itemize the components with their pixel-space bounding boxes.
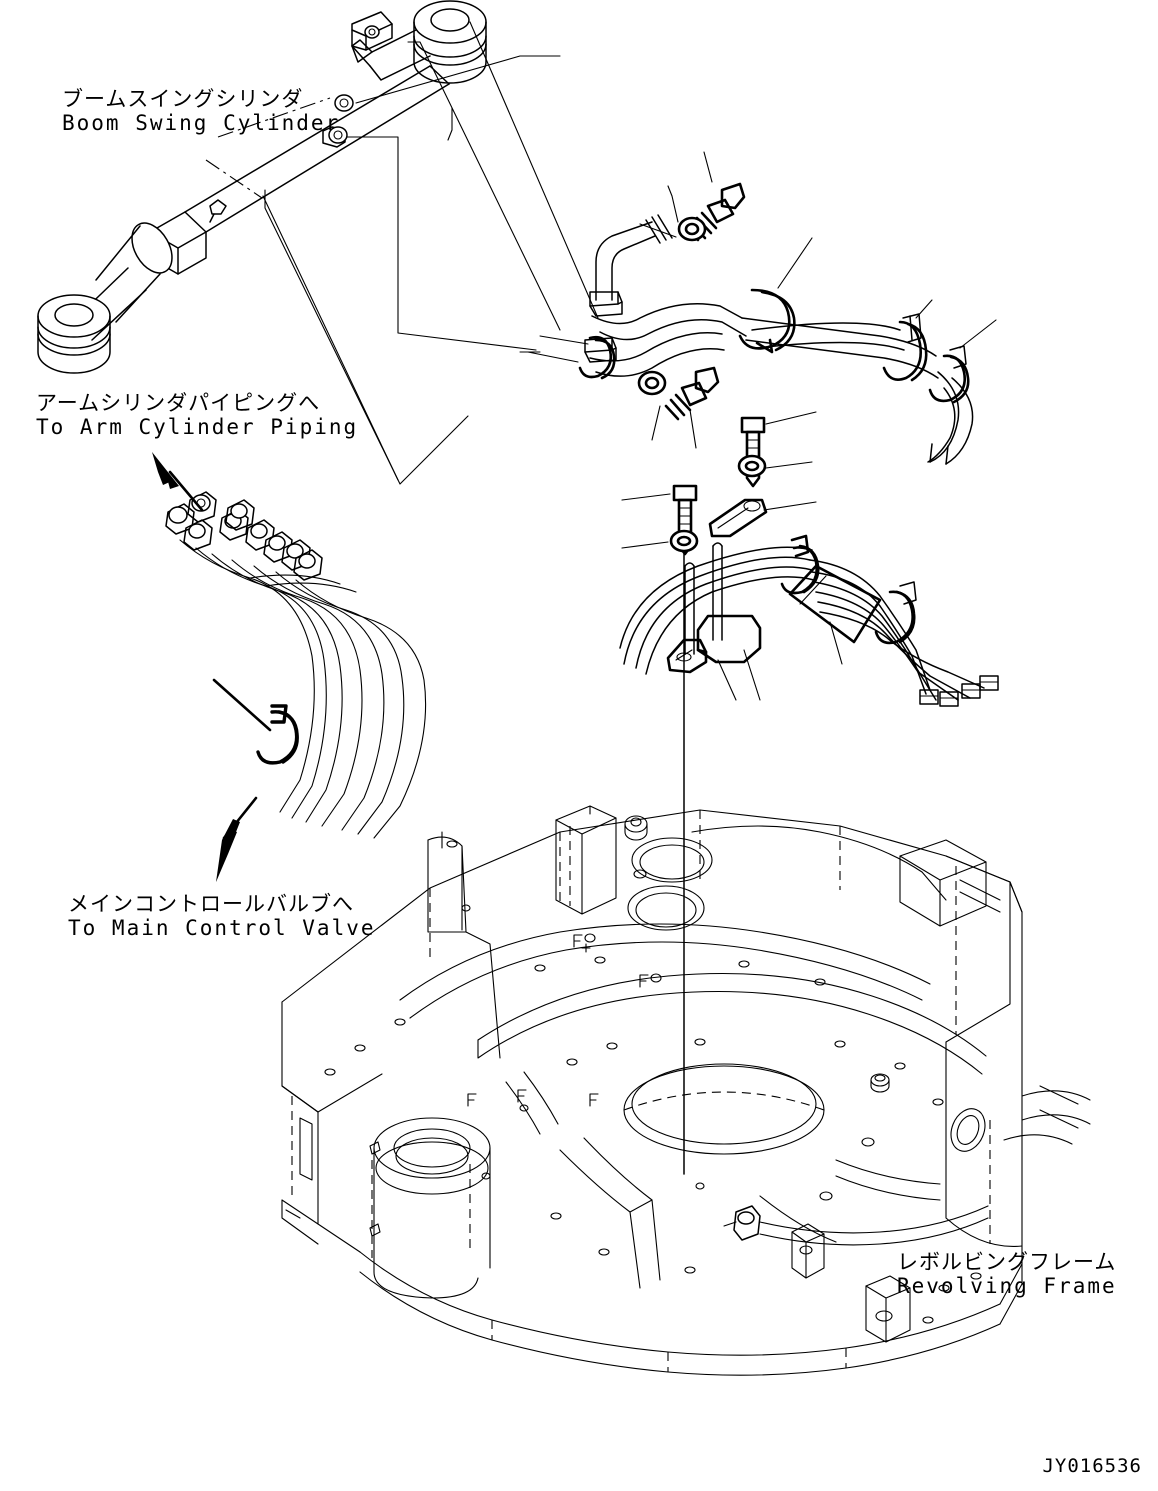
cylinder-head-eye — [413, 0, 487, 84]
clamp-plate — [708, 498, 768, 538]
callout-to-arm-cylinder-piping: アームシリンダパイピングへ To Arm Cylinder Piping — [36, 391, 359, 439]
arm-cylinder-hose-bundle — [152, 452, 427, 882]
flat-washer — [637, 370, 667, 396]
callout-en-text: Boom Swing Cylinder — [62, 110, 341, 135]
hose-mounting-bracket — [666, 614, 762, 674]
cylinder-rod-eye — [37, 294, 111, 374]
callout-en-text: To Arm Cylinder Piping — [36, 414, 359, 439]
callout-jp-text: アームシリンダパイピングへ — [36, 391, 321, 415]
flat-washer — [677, 216, 707, 242]
callout-jp-text: ブームスイングシリンダ — [62, 87, 304, 111]
callout-revolving-frame: レボルビングフレーム Revolving Frame — [897, 1250, 1117, 1298]
hose-ferrule — [919, 675, 999, 707]
hex-bolt — [664, 366, 720, 421]
hose-clamp — [882, 313, 928, 382]
callout-jp-text: レボルビングフレーム — [897, 1250, 1117, 1274]
callout-en-text: To Main Control Valve — [68, 915, 376, 940]
hose-sleeve — [788, 564, 882, 644]
upper-hose-assembly — [519, 151, 997, 465]
callout-boom-swing-cylinder: ブームスイングシリンダ Boom Swing Cylinder — [62, 87, 341, 135]
drawing-number: JY016536 — [1042, 1455, 1142, 1477]
hose-clamp — [738, 288, 796, 354]
flat-washer — [669, 529, 699, 553]
hose-clamp — [874, 581, 917, 645]
bracket-assembly — [619, 411, 999, 707]
boom-swing-cylinder-part — [37, 0, 487, 374]
hose-clamp — [256, 704, 299, 765]
flat-washer — [737, 454, 767, 478]
datum-marks — [467, 933, 662, 1107]
callout-en-text: Revolving Frame — [897, 1273, 1117, 1298]
callout-to-main-control-valve: メインコントロールバルブへ To Main Control Valve — [68, 892, 376, 940]
pin-boss — [369, 1117, 491, 1299]
hose-clamp — [928, 345, 970, 404]
collar-and-nut — [322, 94, 354, 148]
hose-fittings-cluster — [165, 491, 323, 581]
hose-clamp — [780, 534, 820, 595]
leader-lines-left — [262, 21, 599, 485]
revolving-frame — [281, 805, 1091, 1376]
hose-clamp — [578, 335, 616, 380]
callout-jp-text: メインコントロールバルブへ — [68, 892, 354, 916]
